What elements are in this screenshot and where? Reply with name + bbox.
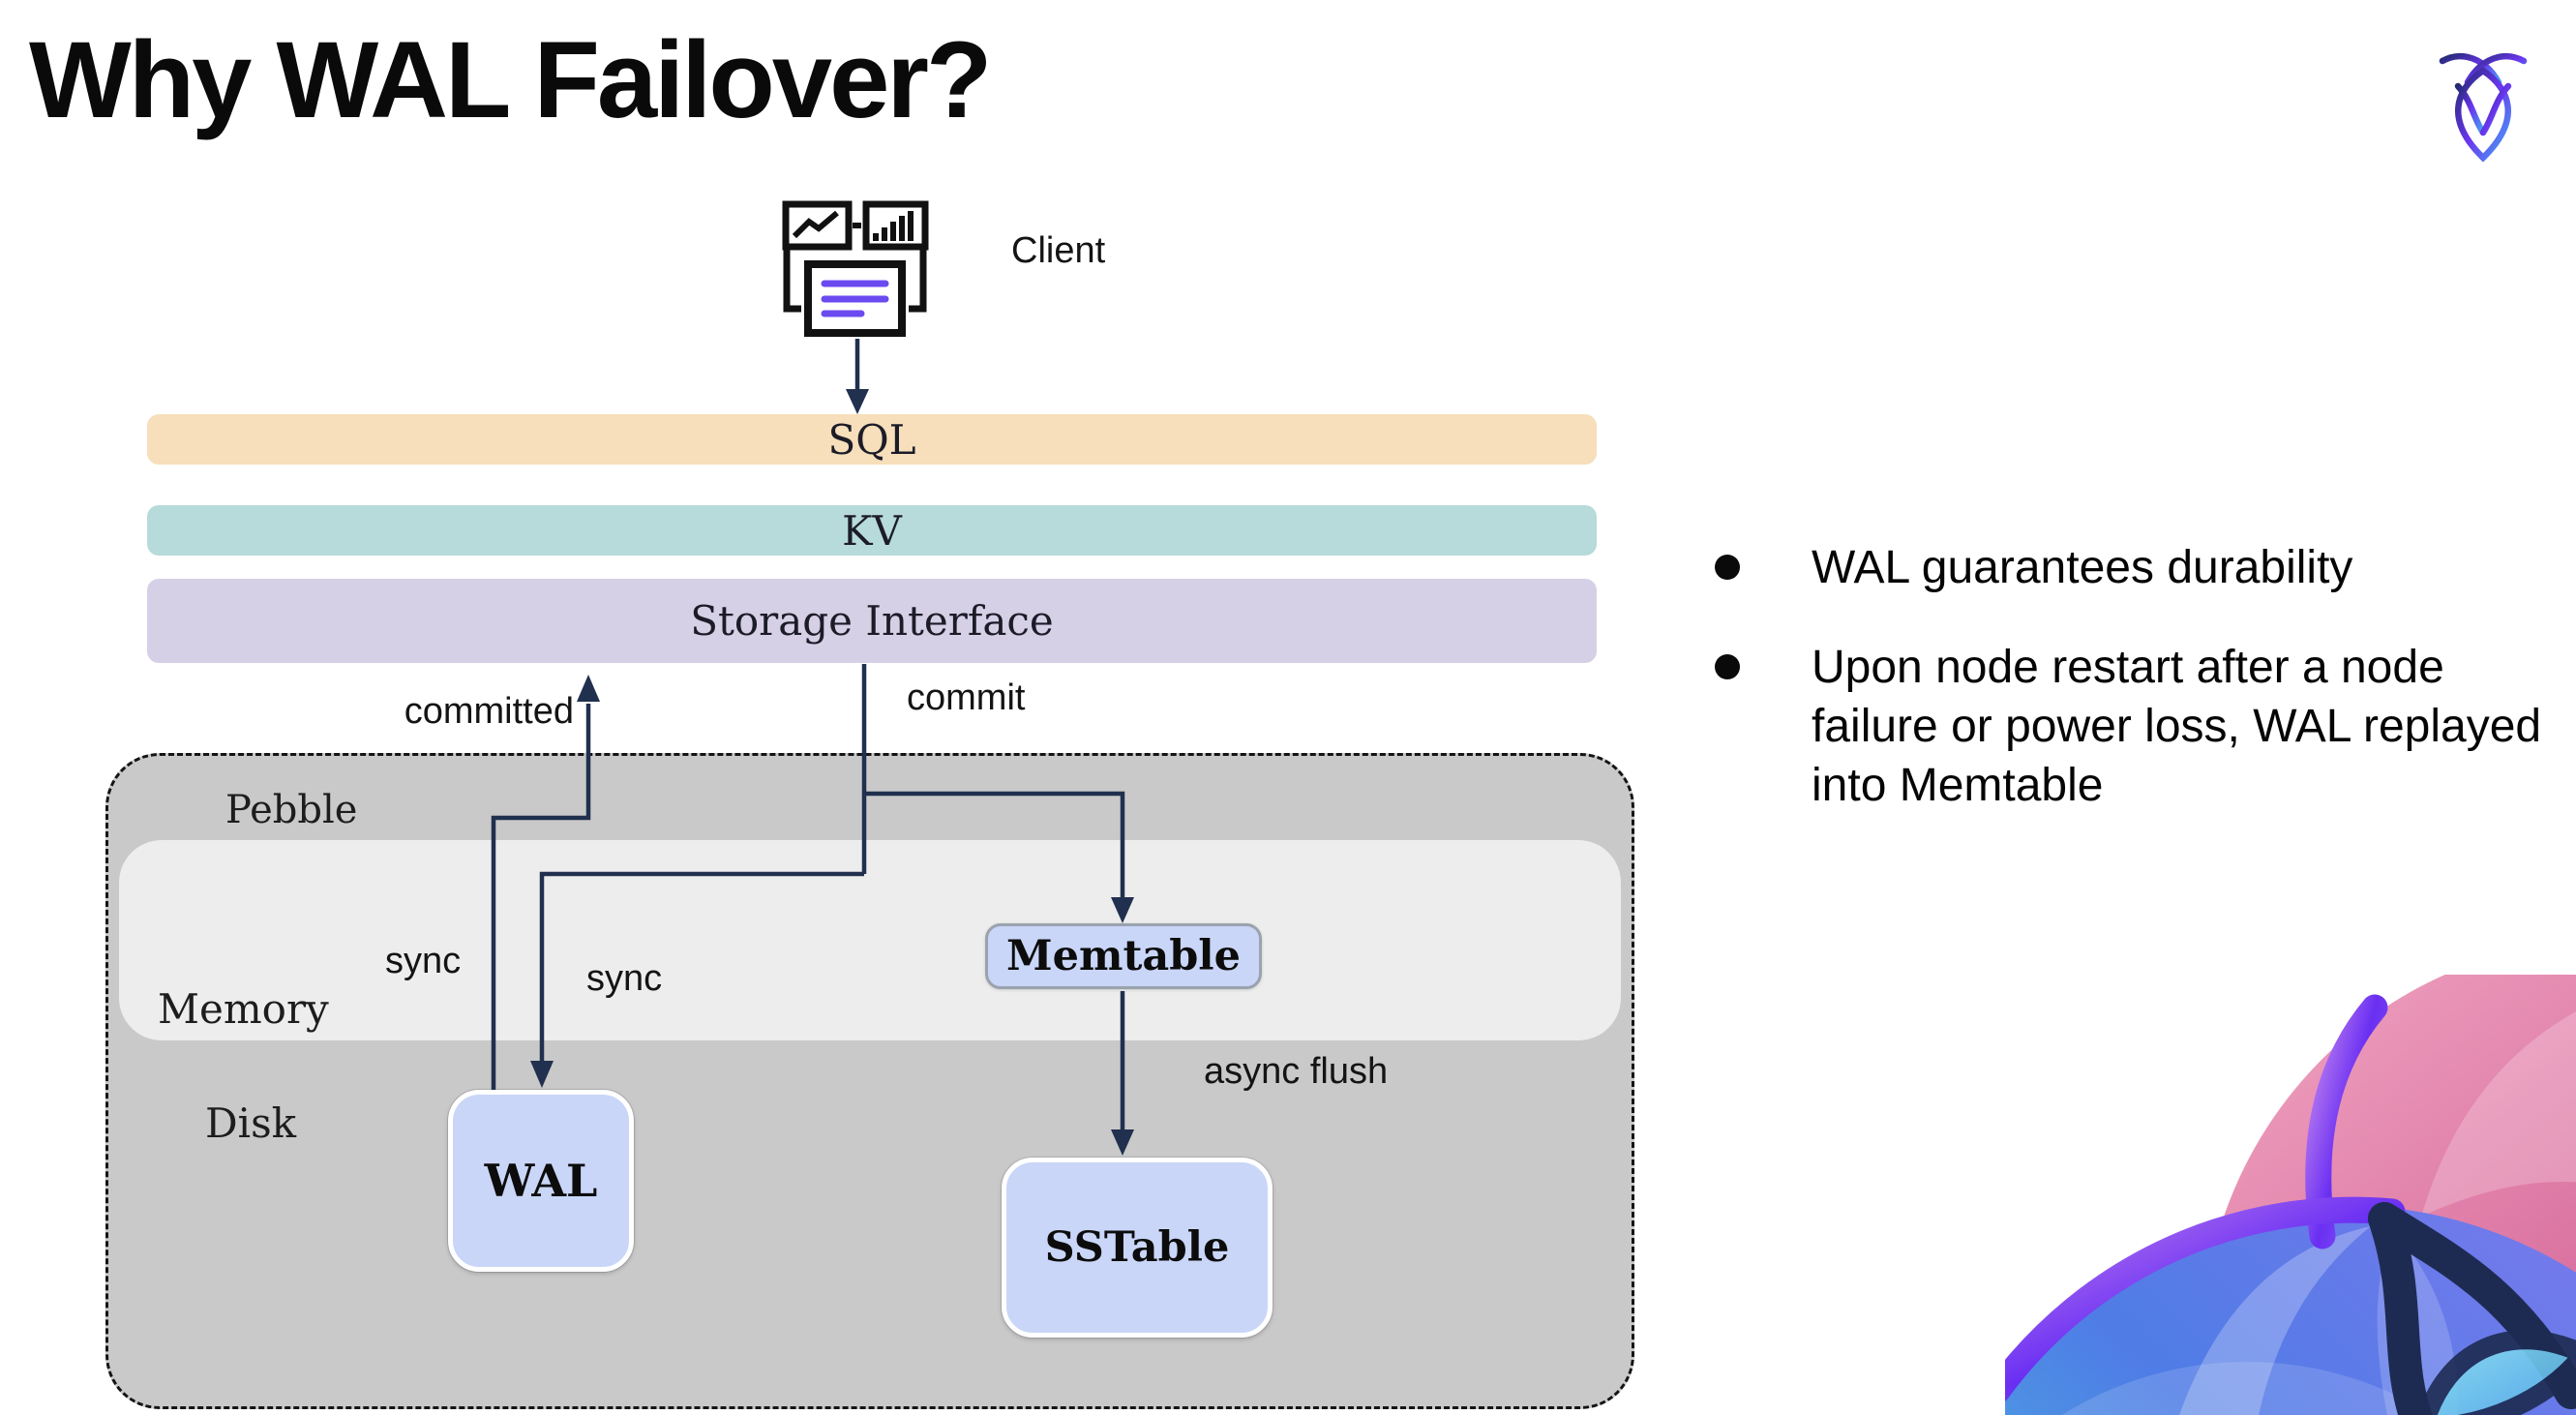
- client-workstation-icon: [782, 200, 929, 337]
- bullet-text: Upon node restart after a node failure o…: [1812, 642, 2542, 811]
- layer-sql-label: SQL: [827, 415, 916, 464]
- layer-kv-label: KV: [842, 506, 902, 555]
- committed-edge-label: committed: [404, 691, 574, 732]
- layer-storage-interface: Storage Interface: [147, 579, 1597, 663]
- sync-storage-edge-label: sync: [586, 958, 663, 999]
- layer-kv: KV: [147, 505, 1597, 556]
- bullet-dot-icon: [1715, 654, 1740, 679]
- bullet-item: WAL guarantees durability: [1715, 538, 2576, 597]
- sync-wal-edge-label: sync: [385, 941, 462, 981]
- memtable-node: Memtable: [985, 923, 1262, 989]
- bullet-text: WAL guarantees durability: [1812, 542, 2353, 593]
- client-label: Client: [1011, 230, 1106, 271]
- bullet-list: WAL guarantees durability Upon node rest…: [1715, 538, 2576, 856]
- async-flush-edge-label: async flush: [1204, 1051, 1389, 1092]
- pebble-label: Pebble: [225, 788, 358, 832]
- sstable-node: SSTable: [1002, 1158, 1273, 1338]
- bullet-dot-icon: [1715, 555, 1740, 580]
- sstable-label: SSTable: [1044, 1223, 1230, 1272]
- cockroachdb-logo-icon: [2439, 53, 2528, 163]
- memtable-label: Memtable: [1006, 932, 1241, 980]
- commit-edge-label: commit: [907, 677, 1026, 718]
- memory-label: Memory: [158, 985, 329, 1033]
- wal-node: WAL: [448, 1090, 634, 1272]
- layer-sql: SQL: [147, 414, 1597, 465]
- cockroachdb-brand-art: [2005, 975, 2576, 1415]
- bullet-item: Upon node restart after a node failure o…: [1715, 638, 2576, 815]
- memory-band: [119, 840, 1621, 1040]
- disk-label: Disk: [205, 1099, 297, 1147]
- layer-storage-label: Storage Interface: [690, 597, 1054, 645]
- wal-label: WAL: [484, 1155, 598, 1207]
- page-title: Why WAL Failover?: [29, 19, 992, 140]
